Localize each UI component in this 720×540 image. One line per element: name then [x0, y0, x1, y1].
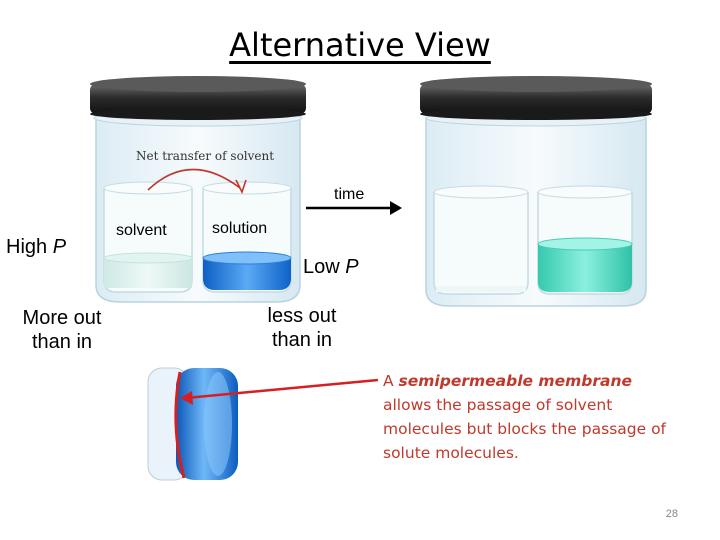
right-solution-beaker [538, 186, 632, 294]
solvent-label: solvent [116, 222, 167, 240]
solution-label: solution [212, 220, 267, 238]
time-label: time [334, 186, 364, 204]
more-out-label: More out than in [12, 306, 112, 354]
left-jar-lid [90, 76, 306, 120]
right-jar [420, 76, 652, 306]
membrane-caption: A semipermeable membrane allows the pass… [383, 369, 683, 465]
less-out-label: less out than in [254, 304, 350, 352]
low-pressure-label: Low P [303, 256, 359, 279]
right-jar-lid [420, 76, 652, 120]
membrane [148, 368, 238, 480]
time-arrow-head [390, 201, 402, 215]
left-jar [90, 76, 306, 302]
right-solvent-beaker [434, 186, 528, 294]
high-pressure-label: High P [6, 236, 66, 259]
page-number: 28 [666, 508, 678, 520]
net-transfer-label: Net transfer of solvent [136, 149, 274, 163]
